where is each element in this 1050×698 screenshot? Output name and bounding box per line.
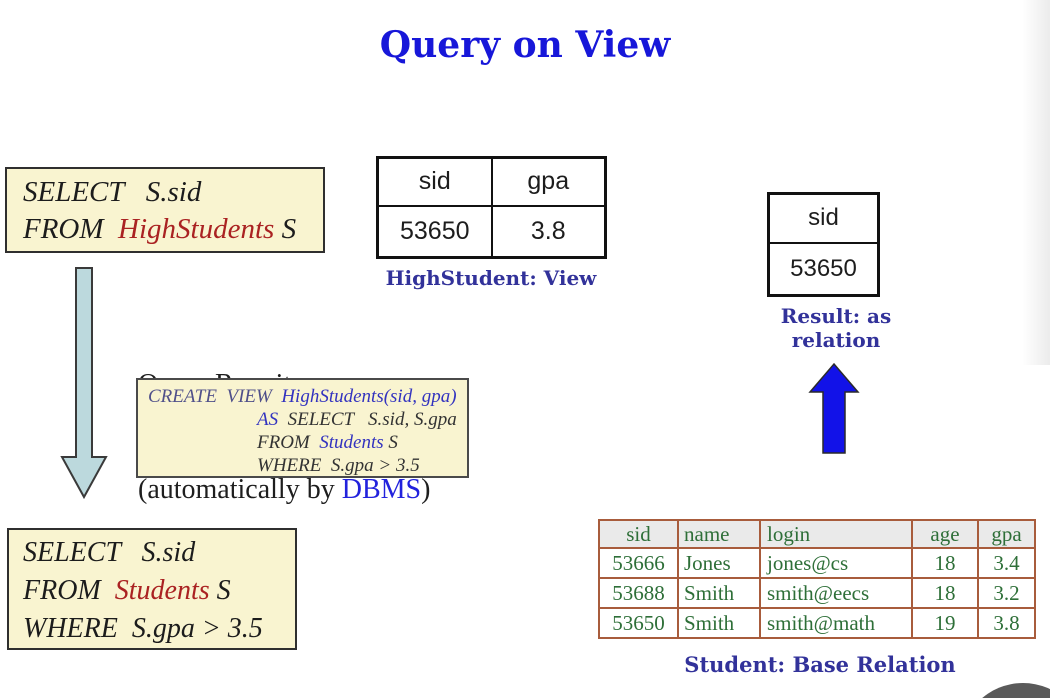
cell-gpa: 3.2 — [977, 577, 1036, 609]
cell-login: jones@cs — [759, 547, 913, 579]
students-table-name: Students — [319, 432, 384, 453]
from-keyword: FROM — [257, 432, 320, 453]
sql-alias: S — [209, 575, 231, 606]
sql-from-line: FROM HighStudents S — [23, 211, 323, 248]
cell-sid: 53688 — [598, 577, 679, 609]
sql-from-keyword: FROM — [23, 213, 119, 245]
sql-select-clause: SELECT S.sid — [23, 537, 196, 568]
view-table-header-gpa: gpa — [490, 156, 607, 207]
cell-sid: 53650 — [598, 607, 679, 639]
as-keyword: AS — [257, 409, 279, 430]
sql-select-line: SELECT S.sid — [23, 534, 295, 572]
sql-table-name: Students — [114, 575, 210, 606]
create-view-line2: AS SELECT S.sid, S.gpa — [138, 408, 467, 431]
sql-from-keyword: FROM — [23, 575, 115, 606]
sql-where-clause: WHERE S.gpa > 3.5 — [23, 613, 263, 644]
table-row: 53650 3.8 — [376, 204, 607, 259]
view-table-cell-gpa: 3.8 — [490, 204, 607, 259]
cell-age: 18 — [911, 547, 979, 579]
cell-age: 18 — [911, 577, 979, 609]
table-row: 53650 — [767, 241, 880, 297]
cell-name: Smith — [677, 577, 761, 609]
table-row: 53688 Smith smith@eecs 18 3.2 — [598, 577, 1036, 609]
slide-title: Query on View — [379, 24, 671, 66]
high-student-view-table: sid gpa 53650 3.8 — [376, 156, 607, 259]
create-view-line3: FROM Students S — [138, 431, 467, 454]
dbms-word: DBMS — [341, 474, 422, 505]
result-table-cell-sid: 53650 — [767, 241, 880, 297]
right-edge-shadow — [1022, 0, 1050, 365]
sql-from-line: FROM Students S — [23, 572, 295, 610]
student-header-login: login — [759, 519, 913, 549]
where-clause: WHERE S.gpa > 3.5 — [257, 455, 420, 476]
student-base-table: sid name login age gpa 53666 Jones jones… — [598, 519, 1036, 639]
result-up-arrow-icon — [808, 362, 860, 454]
table-row: 53650 Smith smith@math 19 3.8 — [598, 607, 1036, 639]
create-view-keyword: CREATE VIEW — [148, 386, 282, 407]
create-view-line4: WHERE S.gpa > 3.5 — [138, 454, 467, 477]
base-query-box: SELECT S.sid FROM Students S WHERE S.gpa… — [7, 528, 297, 650]
cell-gpa: 3.8 — [977, 607, 1036, 639]
table-row: 53666 Jones jones@cs 18 3.4 — [598, 547, 1036, 579]
sql-alias: S — [274, 213, 297, 245]
student-header-sid: sid — [598, 519, 679, 549]
corner-overlay-button[interactable] — [960, 683, 1050, 698]
view-table-header-sid: sid — [376, 156, 493, 207]
cell-age: 19 — [911, 607, 979, 639]
sql-where-line: WHERE S.gpa > 3.5 — [23, 610, 295, 648]
query-rewrite-line2: (automatically by DBMS) — [138, 472, 430, 507]
sql-view-name: HighStudents — [118, 213, 275, 245]
view-table-caption: HighStudent: View — [385, 266, 597, 290]
cell-name: Jones — [677, 547, 761, 579]
student-header-age: age — [911, 519, 979, 549]
student-header-name: name — [677, 519, 761, 549]
result-table: sid 53650 — [767, 192, 880, 297]
view-query-box: SELECT S.sid FROM HighStudents S — [5, 167, 325, 253]
rewrite-suffix: ) — [421, 474, 431, 505]
student-table-caption: Student: Base Relation — [684, 652, 956, 677]
rewrite-prefix: (automatically by — [138, 474, 342, 505]
rewrite-down-arrow-icon — [60, 267, 108, 500]
cell-name: Smith — [677, 607, 761, 639]
alias: S — [383, 432, 398, 453]
view-table-cell-sid: 53650 — [376, 204, 493, 259]
cell-login: smith@eecs — [759, 577, 913, 609]
student-header-gpa: gpa — [977, 519, 1036, 549]
create-view-line1: CREATE VIEW HighStudents(sid, gpa) — [138, 385, 467, 408]
sql-select-line: SELECT S.sid — [23, 174, 323, 211]
cell-sid: 53666 — [598, 547, 679, 579]
create-view-box: CREATE VIEW HighStudents(sid, gpa) AS SE… — [136, 378, 469, 478]
table-header-row: sid name login age gpa — [598, 519, 1036, 549]
result-table-header-sid: sid — [767, 192, 880, 244]
create-view-name: HighStudents(sid, gpa) — [281, 386, 457, 407]
result-table-caption: Result: as relation — [780, 304, 892, 352]
cell-gpa: 3.4 — [977, 547, 1036, 579]
select-clause: SELECT S.sid, S.gpa — [278, 409, 457, 430]
sql-select-clause: SELECT S.sid — [23, 176, 202, 208]
cell-login: smith@math — [759, 607, 913, 639]
